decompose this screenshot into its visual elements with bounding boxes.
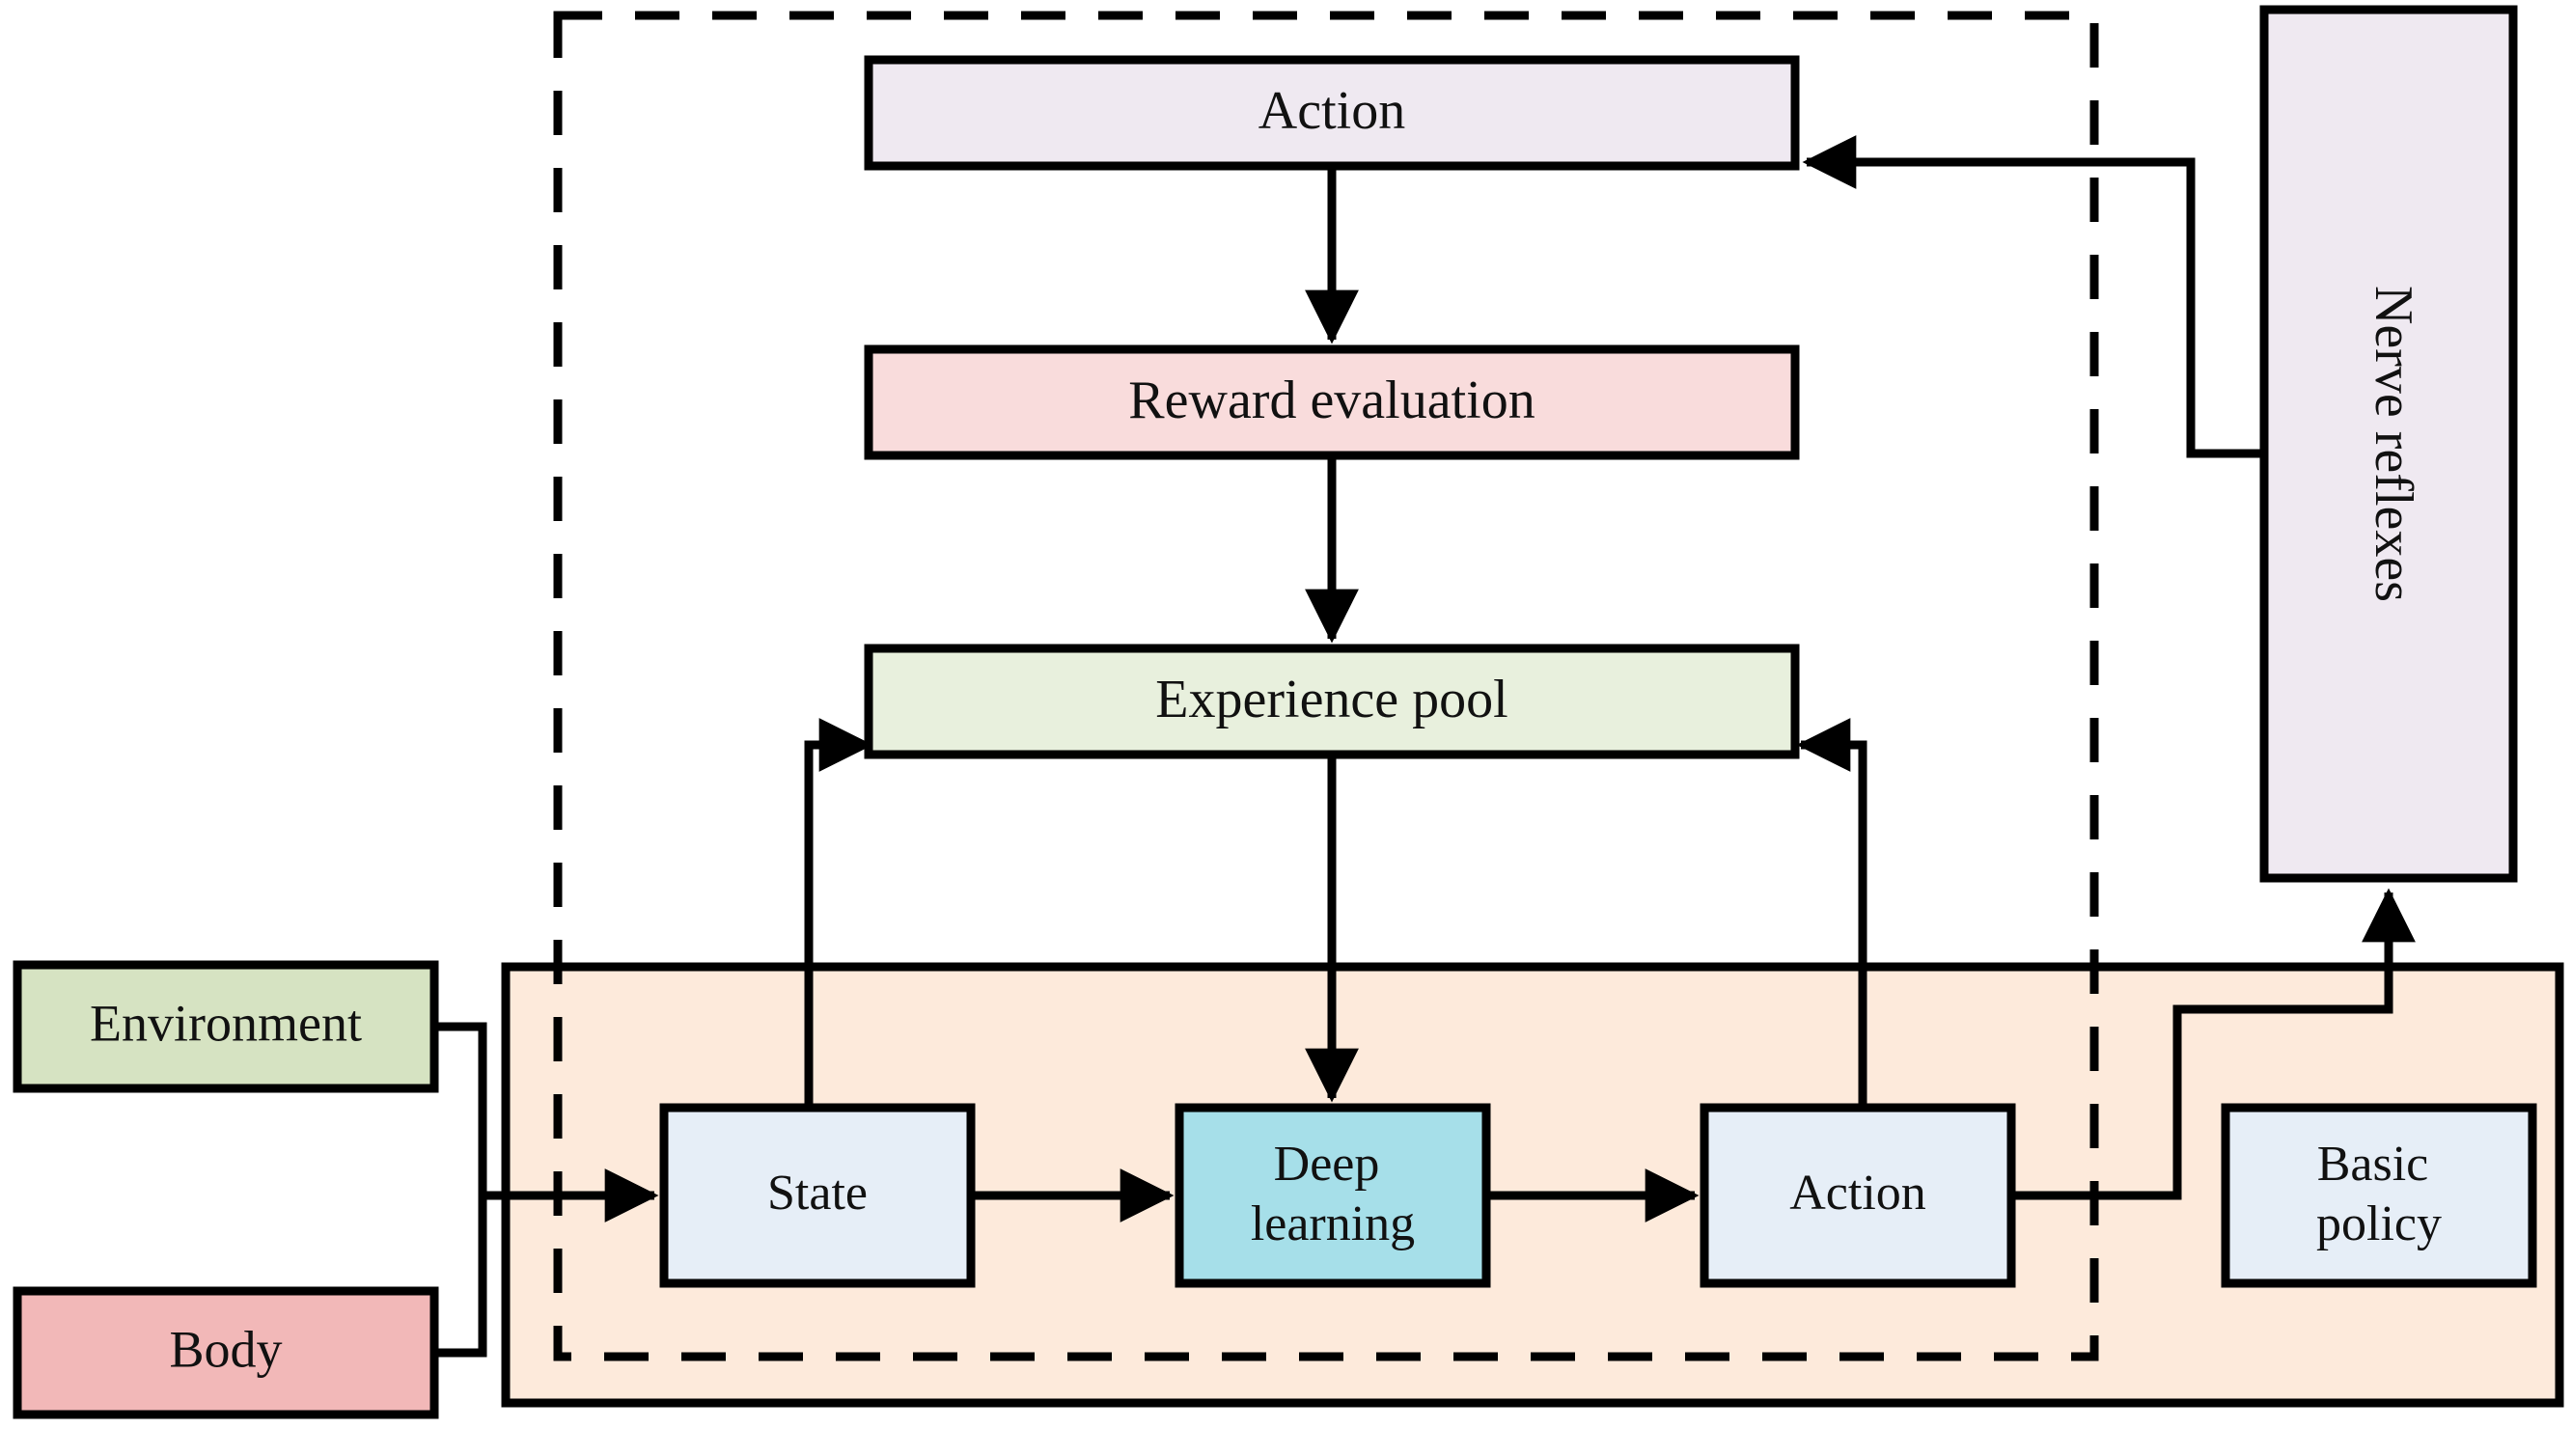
node-body-label: Body <box>169 1320 282 1378</box>
node-reward-evaluation[interactable]: Reward evaluation <box>864 344 1800 460</box>
node-experience-pool[interactable]: Experience pool <box>864 644 1800 759</box>
node-deep-learning-label: Deep learning <box>1251 1137 1415 1251</box>
node-state[interactable]: State <box>659 1103 976 1288</box>
node-deep-learning[interactable]: Deep learning <box>1175 1103 1491 1288</box>
node-basic-policy-label: Basic policy <box>2316 1137 2442 1251</box>
node-basic-policy-line2: policy <box>2316 1196 2442 1251</box>
node-state-label: State <box>767 1166 868 1221</box>
edge-state-to-experience <box>804 718 873 1108</box>
node-body[interactable]: Body <box>13 1286 439 1419</box>
node-action-bottom[interactable]: Action <box>1700 1103 2016 1288</box>
edge-action-bottom-to-nerve <box>2011 888 2416 1200</box>
node-nerve-reflexes-label: Nerve reflexes <box>2364 286 2423 602</box>
node-action-bottom-label: Action <box>1789 1166 1926 1221</box>
node-basic-policy-line1: Basic <box>2317 1137 2429 1192</box>
node-environment[interactable]: Environment <box>13 960 439 1093</box>
dashed-learning-region <box>553 11 2099 1361</box>
edge-environment-to-junction <box>434 1022 487 1195</box>
edge-nerve-to-action-top <box>1802 135 2264 458</box>
edge-action-bottom-to-experience <box>1796 718 1867 1108</box>
node-deep-learning-line1: Deep <box>1274 1137 1380 1192</box>
node-basic-policy[interactable]: Basic policy <box>2221 1103 2537 1288</box>
node-experience-pool-label: Experience pool <box>1155 670 1507 729</box>
node-nerve-reflexes[interactable]: Nerve reflexes <box>2259 5 2518 883</box>
node-environment-label: Environment <box>90 994 362 1052</box>
node-action-top[interactable]: Action <box>864 55 1800 171</box>
node-action-top-label: Action <box>1258 81 1405 141</box>
edge-body-to-junction <box>434 1195 487 1358</box>
node-reward-evaluation-label: Reward evaluation <box>1128 371 1535 430</box>
node-deep-learning-line2: learning <box>1251 1196 1415 1251</box>
